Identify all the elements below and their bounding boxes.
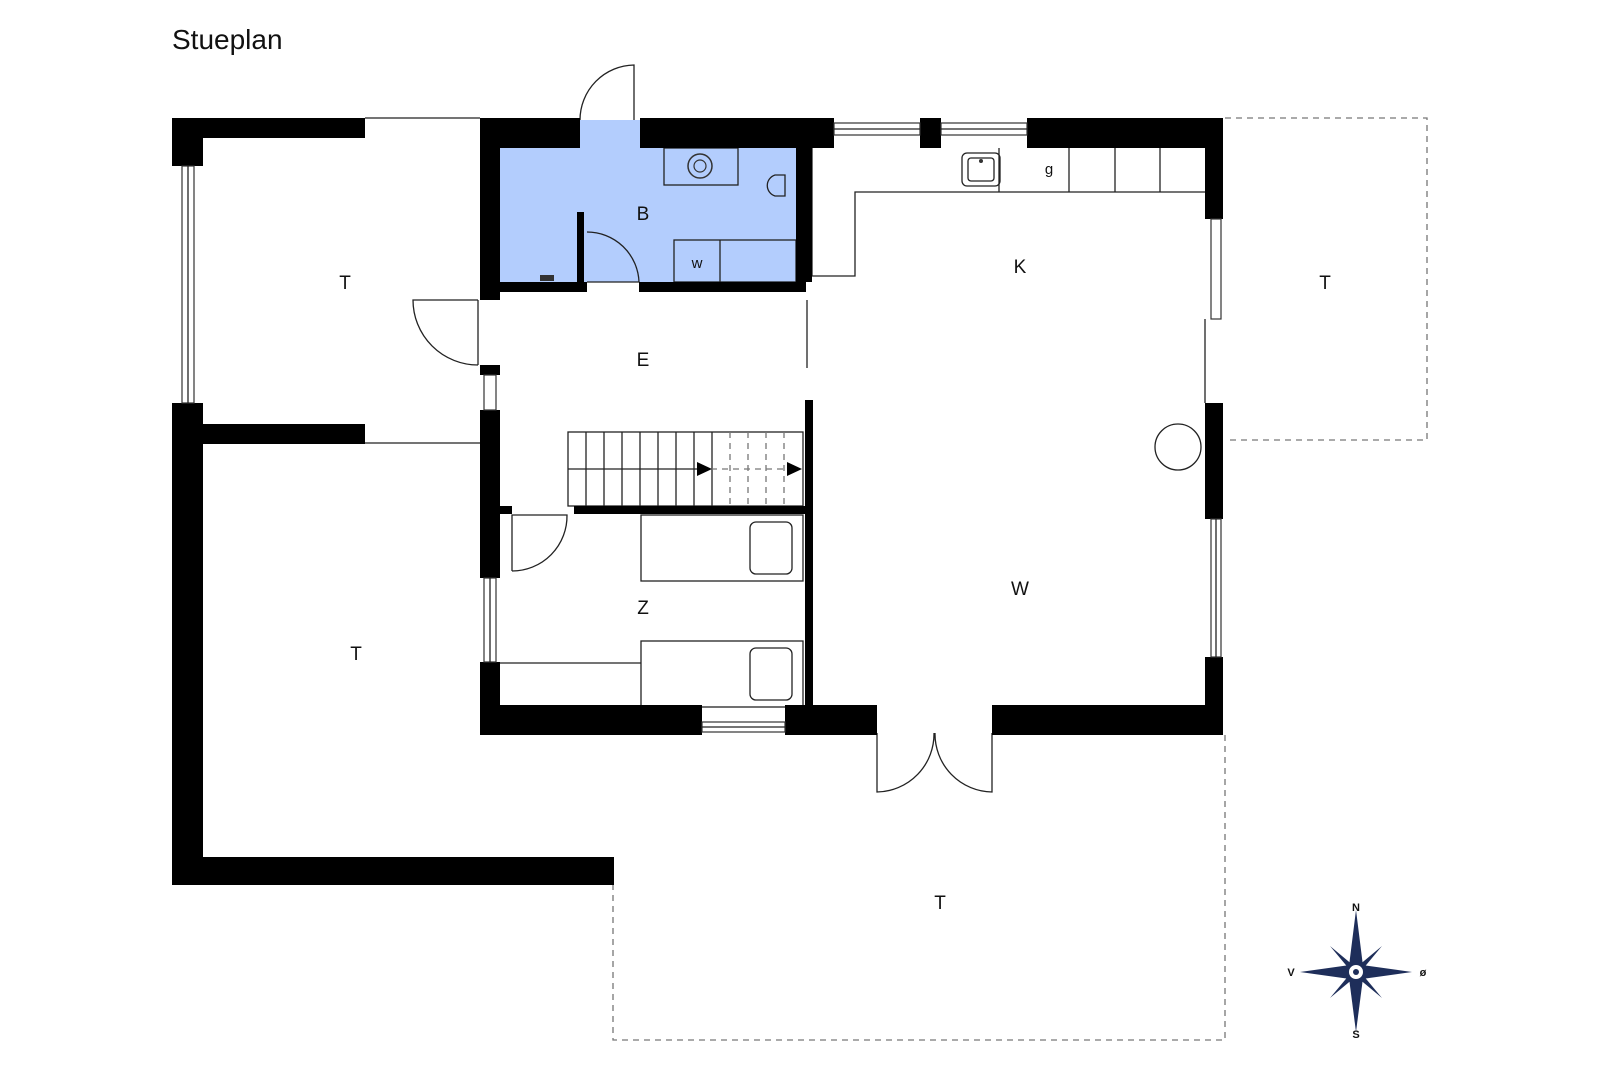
terrace-outlines (612, 117, 1428, 1041)
room-label-living-room: W (1011, 579, 1029, 600)
toilet-icon (766, 174, 786, 197)
room-label-terrace-right: T (1319, 273, 1331, 294)
compass-south-label: S (1352, 1029, 1359, 1041)
stove-icon (1154, 423, 1202, 471)
room-label-terrace-bottom: T (934, 893, 946, 914)
room-label-bedroom: Z (637, 598, 649, 619)
room-label-terrace-left: T (350, 644, 362, 665)
room-label-entrance: E (637, 350, 650, 371)
walls (172, 118, 1223, 885)
washer-label: w (691, 255, 703, 272)
staircase (568, 432, 802, 506)
kitchen-sink-icon (961, 152, 1001, 187)
room-label-terrace-top-left: T (339, 273, 351, 294)
door-swings (412, 64, 993, 793)
compass-rose: N S ø V (1287, 902, 1426, 1041)
drain-icon (540, 275, 554, 281)
washbasin-icon (687, 153, 713, 179)
windows (181, 122, 1222, 733)
plan-title: Stueplan (172, 24, 283, 55)
bathroom-floor (500, 120, 796, 282)
compass-north-label: N (1352, 902, 1360, 914)
compass-west-label: V (1287, 967, 1295, 979)
fixtures (540, 152, 1202, 471)
compass-east-label: ø (1420, 967, 1427, 979)
room-label-bathroom: B (637, 204, 650, 225)
room-label-kitchen: K (1014, 257, 1027, 278)
fridge-label: g (1045, 161, 1053, 178)
